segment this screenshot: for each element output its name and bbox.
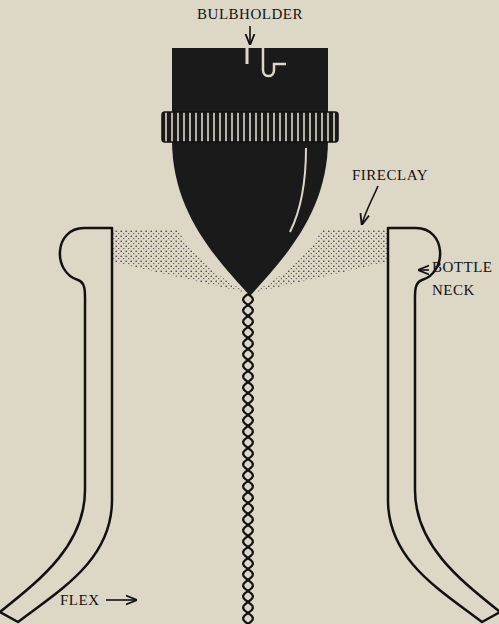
flex-strand bbox=[243, 294, 253, 624]
part-label: FLEX bbox=[60, 589, 100, 612]
part-label: BOTTLE NECK bbox=[432, 256, 496, 301]
leader-arrow bbox=[106, 26, 429, 600]
flex-cord bbox=[243, 294, 253, 624]
part-label: BULBHOLDER bbox=[197, 3, 303, 26]
bulbholder-body bbox=[162, 48, 338, 296]
flex-strand bbox=[243, 294, 253, 624]
part-label: FIRECLAY bbox=[352, 164, 428, 187]
